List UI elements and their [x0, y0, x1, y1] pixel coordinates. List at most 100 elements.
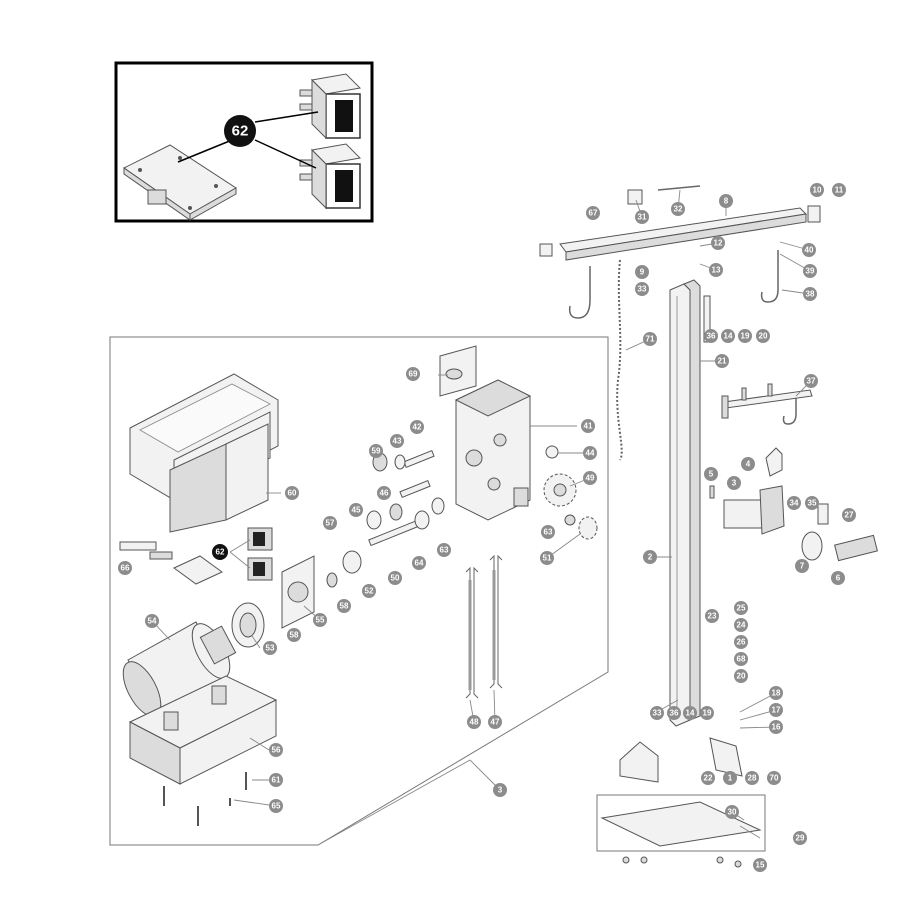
svg-text:62: 62: [216, 548, 225, 557]
inset-callout-62: 62: [224, 115, 256, 147]
callout-31: 31: [635, 210, 649, 224]
callout-45: 45: [349, 503, 363, 517]
svg-text:40: 40: [805, 246, 814, 255]
bracket: [439, 345, 477, 397]
svg-text:59: 59: [372, 447, 381, 456]
main-gear: [543, 445, 598, 540]
callout-1: 1: [723, 771, 737, 785]
svg-text:48: 48: [470, 718, 479, 727]
callout-19: 19: [738, 329, 752, 343]
inset-rocker-switch-lower: [299, 143, 362, 210]
callout-9: 9: [635, 265, 649, 279]
callout-65: 65: [269, 799, 283, 813]
callout-60: 60: [285, 486, 299, 500]
svg-text:23: 23: [708, 612, 717, 621]
lift-column: [669, 279, 711, 727]
svg-text:13: 13: [712, 266, 721, 275]
housing-cover: [129, 373, 279, 533]
hanger-bar: [721, 383, 813, 419]
svg-text:70: 70: [770, 774, 779, 783]
svg-text:60: 60: [288, 489, 297, 498]
callout-47: 47: [488, 715, 502, 729]
callout-46: 46: [377, 486, 391, 500]
callout-26: 26: [734, 635, 748, 649]
guide-rails: [465, 554, 503, 699]
callout-58: 58: [337, 599, 351, 613]
svg-text:12: 12: [714, 239, 723, 248]
callout-55: 55: [313, 613, 327, 627]
callout-12: 12: [711, 236, 725, 250]
svg-text:31: 31: [638, 213, 647, 222]
base-plate-right: [596, 794, 766, 868]
callout-3: 3: [493, 783, 507, 797]
svg-text:47: 47: [491, 718, 500, 727]
callout-27: 27: [842, 508, 856, 522]
svg-text:21: 21: [718, 357, 727, 366]
callout-19: 19: [700, 706, 714, 720]
svg-text:55: 55: [316, 616, 325, 625]
svg-text:36: 36: [707, 332, 716, 341]
svg-text:51: 51: [543, 554, 552, 563]
callout-16: 16: [769, 720, 783, 734]
svg-text:66: 66: [121, 564, 130, 573]
svg-text:11: 11: [835, 186, 844, 195]
svg-text:63: 63: [544, 528, 553, 537]
svg-text:69: 69: [409, 370, 418, 379]
callout-13: 13: [709, 263, 723, 277]
callout-43: 43: [390, 434, 404, 448]
svg-text:45: 45: [352, 506, 361, 515]
callout-61: 61: [269, 773, 283, 787]
svg-text:15: 15: [756, 861, 765, 870]
svg-text:44: 44: [586, 449, 595, 458]
callout-62: 62: [212, 544, 228, 560]
callout-11: 11: [832, 183, 846, 197]
callout-56: 56: [269, 743, 283, 757]
callout-63: 63: [541, 525, 555, 539]
svg-text:14: 14: [686, 709, 695, 718]
callout-7: 7: [795, 559, 809, 573]
callout-2: 2: [643, 550, 657, 564]
callout-51: 51: [540, 551, 554, 565]
callout-4: 4: [741, 457, 755, 471]
callout-44: 44: [583, 446, 597, 460]
svg-text:18: 18: [772, 689, 781, 698]
top-track: [539, 205, 821, 261]
svg-text:30: 30: [728, 808, 737, 817]
svg-text:19: 19: [741, 332, 750, 341]
svg-text:20: 20: [737, 672, 746, 681]
callouts: 1 2 3 3 4 5 6 7 8 9 10 11 12 13 14 14 15…: [118, 183, 856, 872]
svg-text:49: 49: [586, 474, 595, 483]
callout-67: 67: [586, 206, 600, 220]
callout-34: 34: [787, 496, 801, 510]
callout-10: 10: [810, 183, 824, 197]
callout-42: 42: [410, 420, 424, 434]
mounting-plate: [281, 555, 315, 629]
svg-text:42: 42: [413, 423, 422, 432]
callout-23: 23: [705, 609, 719, 623]
callout-41: 41: [581, 419, 595, 433]
svg-text:37: 37: [807, 377, 816, 386]
callout-17: 17: [769, 703, 783, 717]
svg-text:8: 8: [724, 197, 729, 206]
svg-text:36: 36: [670, 709, 679, 718]
callout-20: 20: [734, 669, 748, 683]
svg-text:50: 50: [391, 574, 400, 583]
callout-33: 33: [635, 282, 649, 296]
callout-28: 28: [745, 771, 759, 785]
inset-rocker-switch-upper: [299, 73, 362, 140]
callout-58: 58: [287, 628, 301, 642]
svg-text:1: 1: [728, 774, 733, 783]
svg-text:20: 20: [759, 332, 768, 341]
callout-18: 18: [769, 686, 783, 700]
end-brackets: [619, 737, 743, 783]
callout-5: 5: [704, 467, 718, 481]
svg-text:32: 32: [674, 205, 683, 214]
svg-text:7: 7: [800, 562, 805, 571]
callout-38: 38: [803, 287, 817, 301]
shaft-gear-parts: [326, 449, 445, 588]
callout-64: 64: [412, 556, 426, 570]
svg-text:22: 22: [704, 774, 713, 783]
callout-29: 29: [793, 831, 807, 845]
callout-66: 66: [118, 561, 132, 575]
svg-text:3: 3: [498, 786, 503, 795]
